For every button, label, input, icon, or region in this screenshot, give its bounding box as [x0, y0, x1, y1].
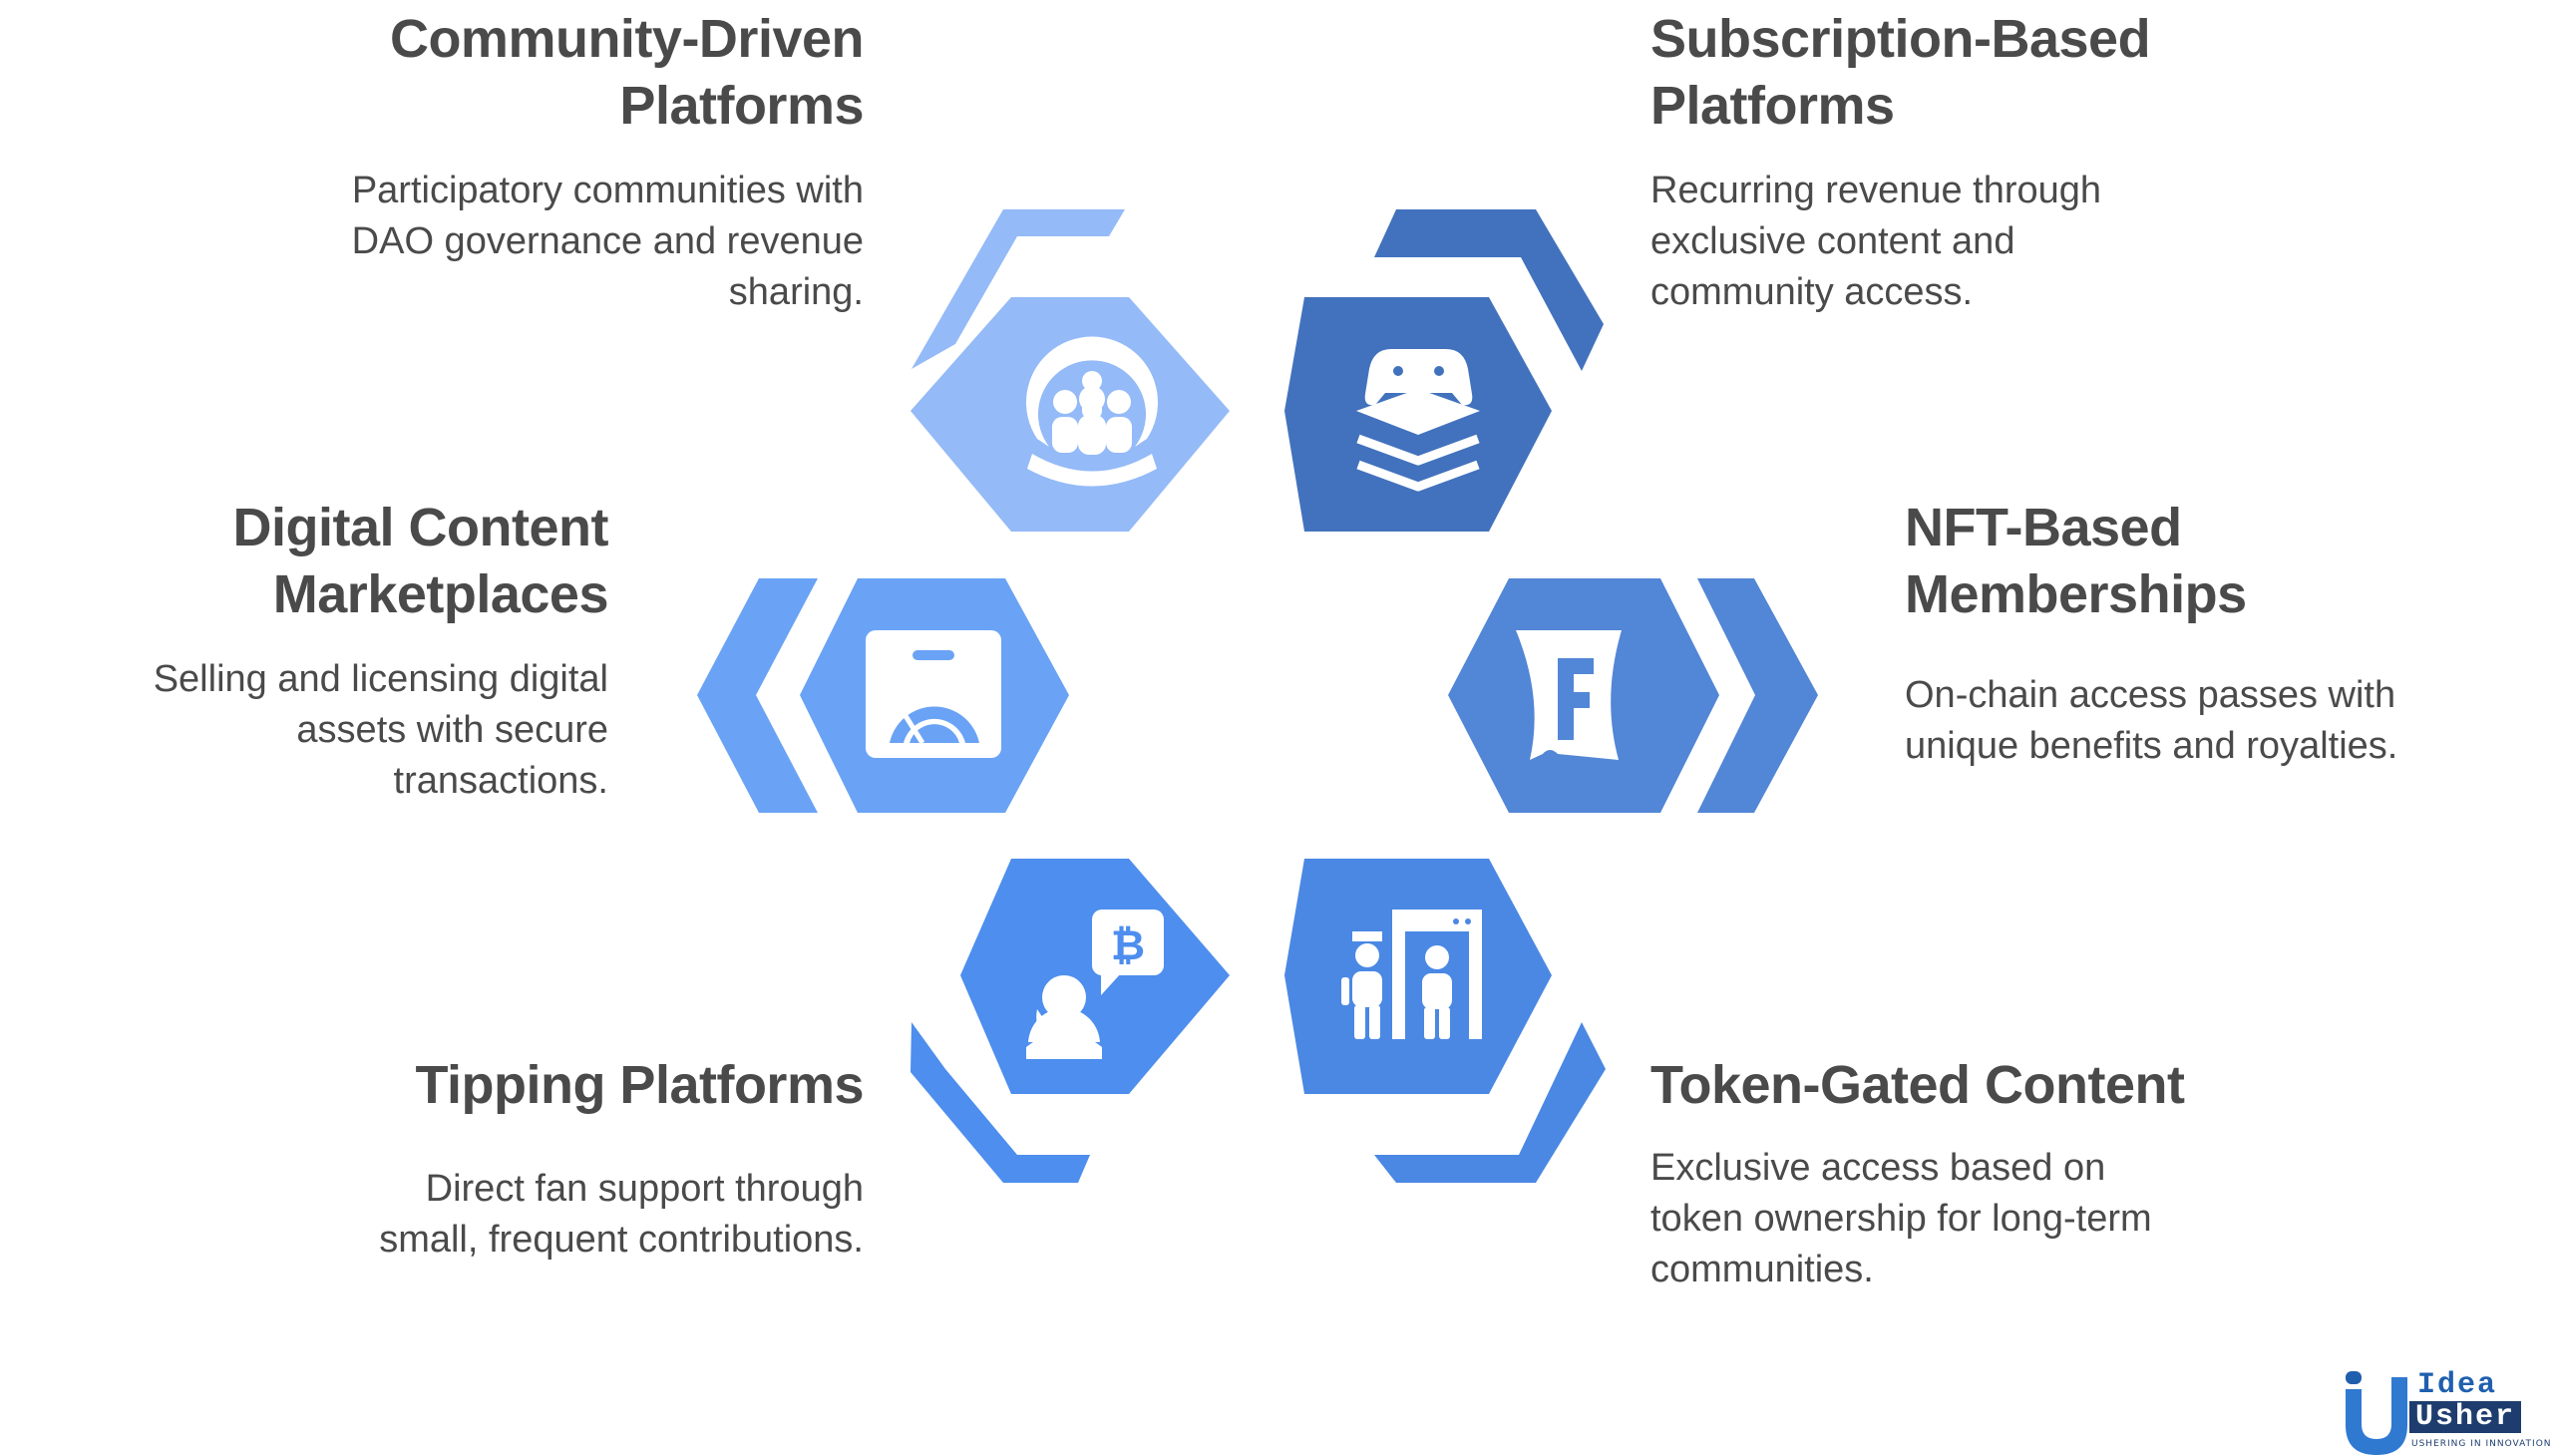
tipping-platforms-description: Direct fan support through small, freque…	[379, 1168, 864, 1261]
hexagon-token-gated-content	[1284, 859, 1552, 1094]
token-gated-content-description: Exclusive access based on token ownershi…	[1650, 1147, 2152, 1290]
logo-u-mark-icon	[2346, 1371, 2407, 1455]
hex-token-gated-content	[1284, 859, 1606, 1183]
chevron-digital-content-marketplaces	[697, 578, 818, 813]
subscription-based-block: Subscription-Based Platforms Recurring r…	[1650, 6, 2289, 318]
digital-content-marketplaces-block: Digital Content Marketplaces Selling and…	[0, 495, 609, 807]
chevron-subscription-based	[1374, 209, 1604, 371]
idea-usher-logo: Idea Usher USHERING IN INNOVATION	[2342, 1369, 2553, 1456]
digital-content-marketplaces-title: Digital Content Marketplaces	[232, 498, 609, 624]
community-driven-title: Community-Driven Platforms	[389, 9, 865, 136]
tipping-platforms-block: Tipping Platforms Direct fan support thr…	[225, 1052, 864, 1266]
logo-word-usher: Usher	[2409, 1401, 2522, 1433]
hex-tipping-platforms: ₿	[911, 859, 1230, 1183]
community-driven-block: Community-Driven Platforms Participatory…	[225, 6, 865, 318]
hexagon-community-driven	[911, 297, 1230, 532]
chevron-community-driven	[912, 209, 1125, 369]
nft-based-memberships-block: NFT-Based Memberships On-chain access pa…	[1905, 495, 2553, 772]
game-controller-layers-icon	[1356, 349, 1480, 492]
token-gated-content-block: Token-Gated Content Exclusive access bas…	[1650, 1052, 2289, 1295]
person-bitcoin-bubble-icon: ₿	[1026, 910, 1164, 1059]
hex-community-driven	[911, 209, 1230, 532]
chevron-token-gated-content	[1374, 1022, 1606, 1183]
tipping-platforms-title: Tipping Platforms	[415, 1055, 864, 1115]
chevron-tipping-platforms	[911, 1022, 1090, 1183]
nft-based-memberships-description: On-chain access passes with unique benef…	[1905, 674, 2398, 767]
digital-content-marketplaces-description: Selling and licensing digital assets wit…	[153, 658, 608, 802]
chevron-nft-based-memberships	[1697, 578, 1818, 813]
subscription-based-description: Recurring revenue through exclusive cont…	[1650, 170, 2102, 313]
hex-nft-based-memberships	[1448, 578, 1818, 813]
svg-text:₿: ₿	[1111, 920, 1145, 969]
logo-word-idea: Idea	[2417, 1368, 2498, 1402]
subscription-based-title: Subscription-Based Platforms	[1650, 9, 2151, 136]
hex-subscription-based	[1284, 209, 1604, 532]
hex-digital-content-marketplaces	[697, 578, 1069, 813]
community-driven-description: Participatory communities with DAO gover…	[351, 170, 864, 313]
community-group-icon	[1026, 336, 1158, 487]
security-gate-icon	[1341, 910, 1482, 1039]
nft-badge-f-icon	[1516, 630, 1622, 760]
nft-based-memberships-title: NFT-Based Memberships	[1905, 498, 2247, 624]
marketplace-bag-icon	[866, 630, 1001, 758]
logo-tagline: USHERING IN INNOVATION	[2411, 1439, 2552, 1449]
token-gated-content-title: Token-Gated Content	[1650, 1055, 2185, 1115]
